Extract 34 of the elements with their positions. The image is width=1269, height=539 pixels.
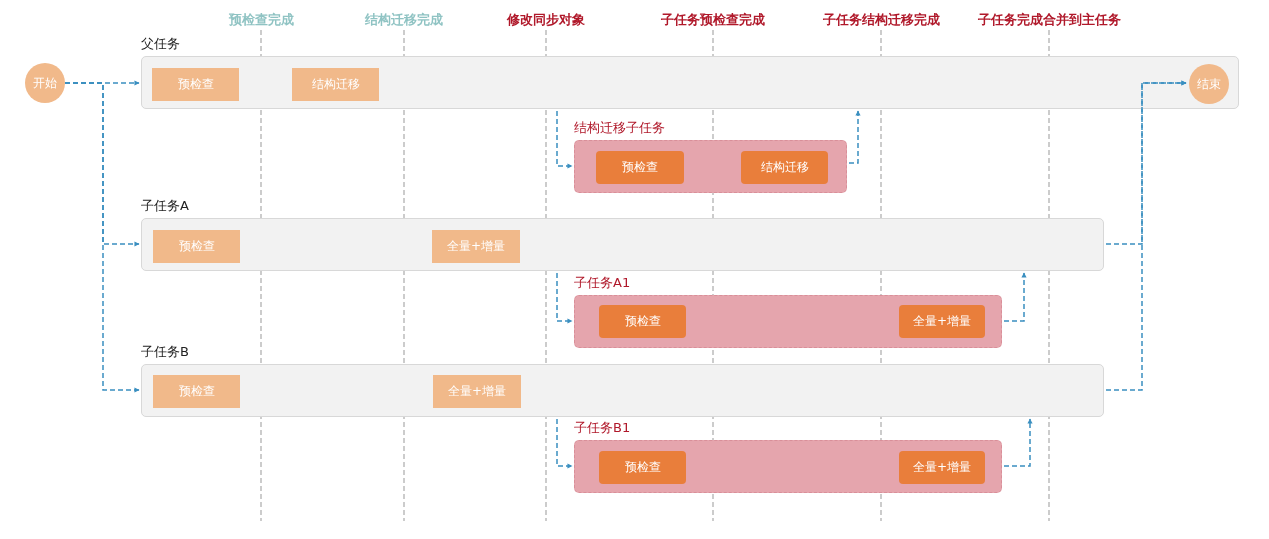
step-box: 全量+增量 [432,230,520,263]
lane-title: 子任务A [141,198,189,214]
step-box: 预检查 [599,451,686,484]
milestone-label: 结构迁移完成 [365,11,443,29]
milestone-label: 修改同步对象 [507,11,585,29]
arrow [556,110,573,169]
step-box: 预检查 [153,230,240,263]
step-box: 全量+增量 [433,375,521,408]
step-box: 全量+增量 [899,305,985,338]
milestone-label: 子任务结构迁移完成 [822,11,940,29]
step-box: 全量+增量 [899,451,985,484]
arrow [1003,272,1027,322]
milestone-label: 子任务完成合并到主任务 [977,11,1121,29]
lane-title: 结构迁移子任务 [574,120,665,136]
milestone-label: 预检查完成 [228,11,294,29]
step-box: 结构迁移 [741,151,828,184]
lane-title: 子任务B [141,344,189,360]
terminal-circle: 开始 [25,63,65,103]
step-box: 预检查 [596,151,684,184]
lane-title: 子任务B1 [574,420,631,436]
lane-title: 子任务A1 [574,275,631,291]
arrow [64,82,140,393]
arrow [848,110,861,164]
arrow [556,418,573,469]
step-box: 预检查 [153,375,240,408]
arrow [556,272,573,324]
step-box: 预检查 [152,68,239,101]
milestone-label: 子任务预检查完成 [661,11,765,29]
arrow [1105,80,1187,391]
arrow [1003,418,1033,467]
step-box: 预检查 [599,305,686,338]
terminal-circle: 结束 [1189,64,1229,104]
step-box: 结构迁移 [292,68,379,101]
lane-title: 父任务 [141,36,180,52]
